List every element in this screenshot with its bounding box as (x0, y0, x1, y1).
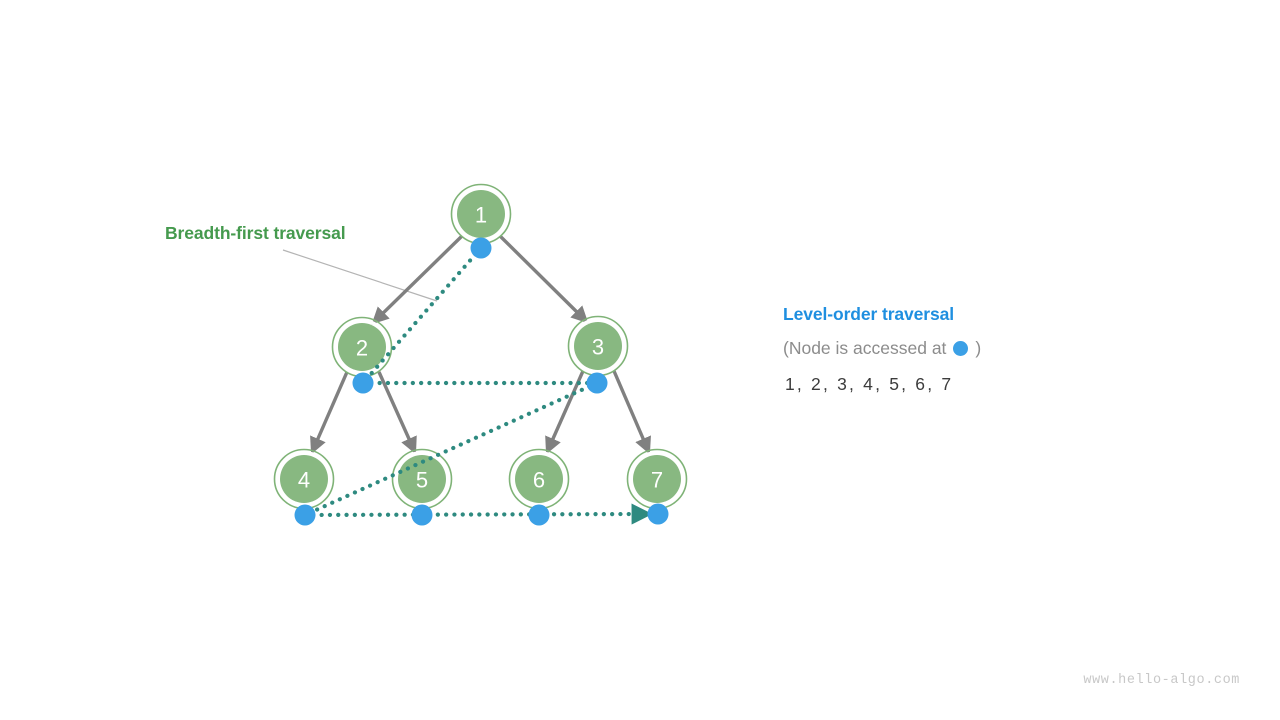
node-label: 1 (475, 203, 487, 228)
traversal-path (302, 245, 653, 525)
node-label: 7 (651, 468, 663, 493)
tree-node-2[interactable]: 2 (331, 316, 393, 378)
breadth-first-traversal-label: Breadth-first traversal (165, 223, 346, 243)
tree-nodes: 1 2 3 4 (273, 183, 688, 510)
visit-dot-icon (953, 341, 969, 356)
edge-2-4 (310, 371, 349, 455)
leader-line (282, 249, 438, 302)
edge-3-7 (612, 370, 651, 455)
legend-panel: Level-order traversal (Node is accessed … (783, 304, 1143, 395)
tree-node-5[interactable]: 5 (391, 448, 453, 510)
tree-node-1[interactable]: 1 (450, 183, 512, 245)
tree-node-7[interactable]: 7 (626, 448, 688, 510)
watermark: www.hello-algo.com (1083, 673, 1240, 688)
node-fill (338, 323, 386, 371)
node-fill (280, 455, 328, 503)
node-label: 4 (298, 468, 310, 493)
node-fill (398, 455, 446, 503)
node-fill (457, 190, 505, 238)
visit-dot-node-3 (586, 372, 608, 394)
traversal-segment-3 (302, 380, 600, 518)
tree-node-4[interactable]: 4 (273, 448, 335, 510)
node-label: 6 (533, 468, 545, 493)
visit-dot-node-2 (352, 372, 374, 394)
legend-note: (Node is accessed at ) (783, 338, 1143, 359)
legend-title: Level-order traversal (783, 304, 955, 324)
legend-note-prefix: (Node is accessed at (783, 338, 947, 358)
tree-node-6[interactable]: 6 (508, 448, 570, 510)
tree-node-3[interactable]: 3 (567, 315, 629, 377)
node-fill (515, 455, 563, 503)
legend-note-suffix: ) (975, 338, 982, 358)
node-fill (633, 455, 681, 503)
traversal-segment-1 (360, 245, 484, 386)
node-label: 3 (592, 335, 604, 360)
visit-dot-node-7 (647, 503, 669, 525)
visit-dot-node-1 (470, 237, 492, 259)
node-fill (574, 322, 622, 370)
edge-1-3 (498, 234, 589, 324)
visit-dot-node-4 (294, 504, 316, 526)
edge-1-2 (371, 234, 464, 325)
node-label: 5 (416, 468, 428, 493)
edge-2-5 (377, 371, 417, 455)
visit-dot-node-6 (528, 504, 550, 526)
node-white-ring (570, 318, 626, 374)
visit-dots (294, 237, 669, 526)
traversal-segment-4 (302, 503, 653, 525)
visit-dot-node-5 (411, 504, 433, 526)
traversal-sequence: 1, 2, 3, 4, 5, 6, 7 (785, 374, 954, 394)
node-label: 2 (356, 336, 368, 361)
